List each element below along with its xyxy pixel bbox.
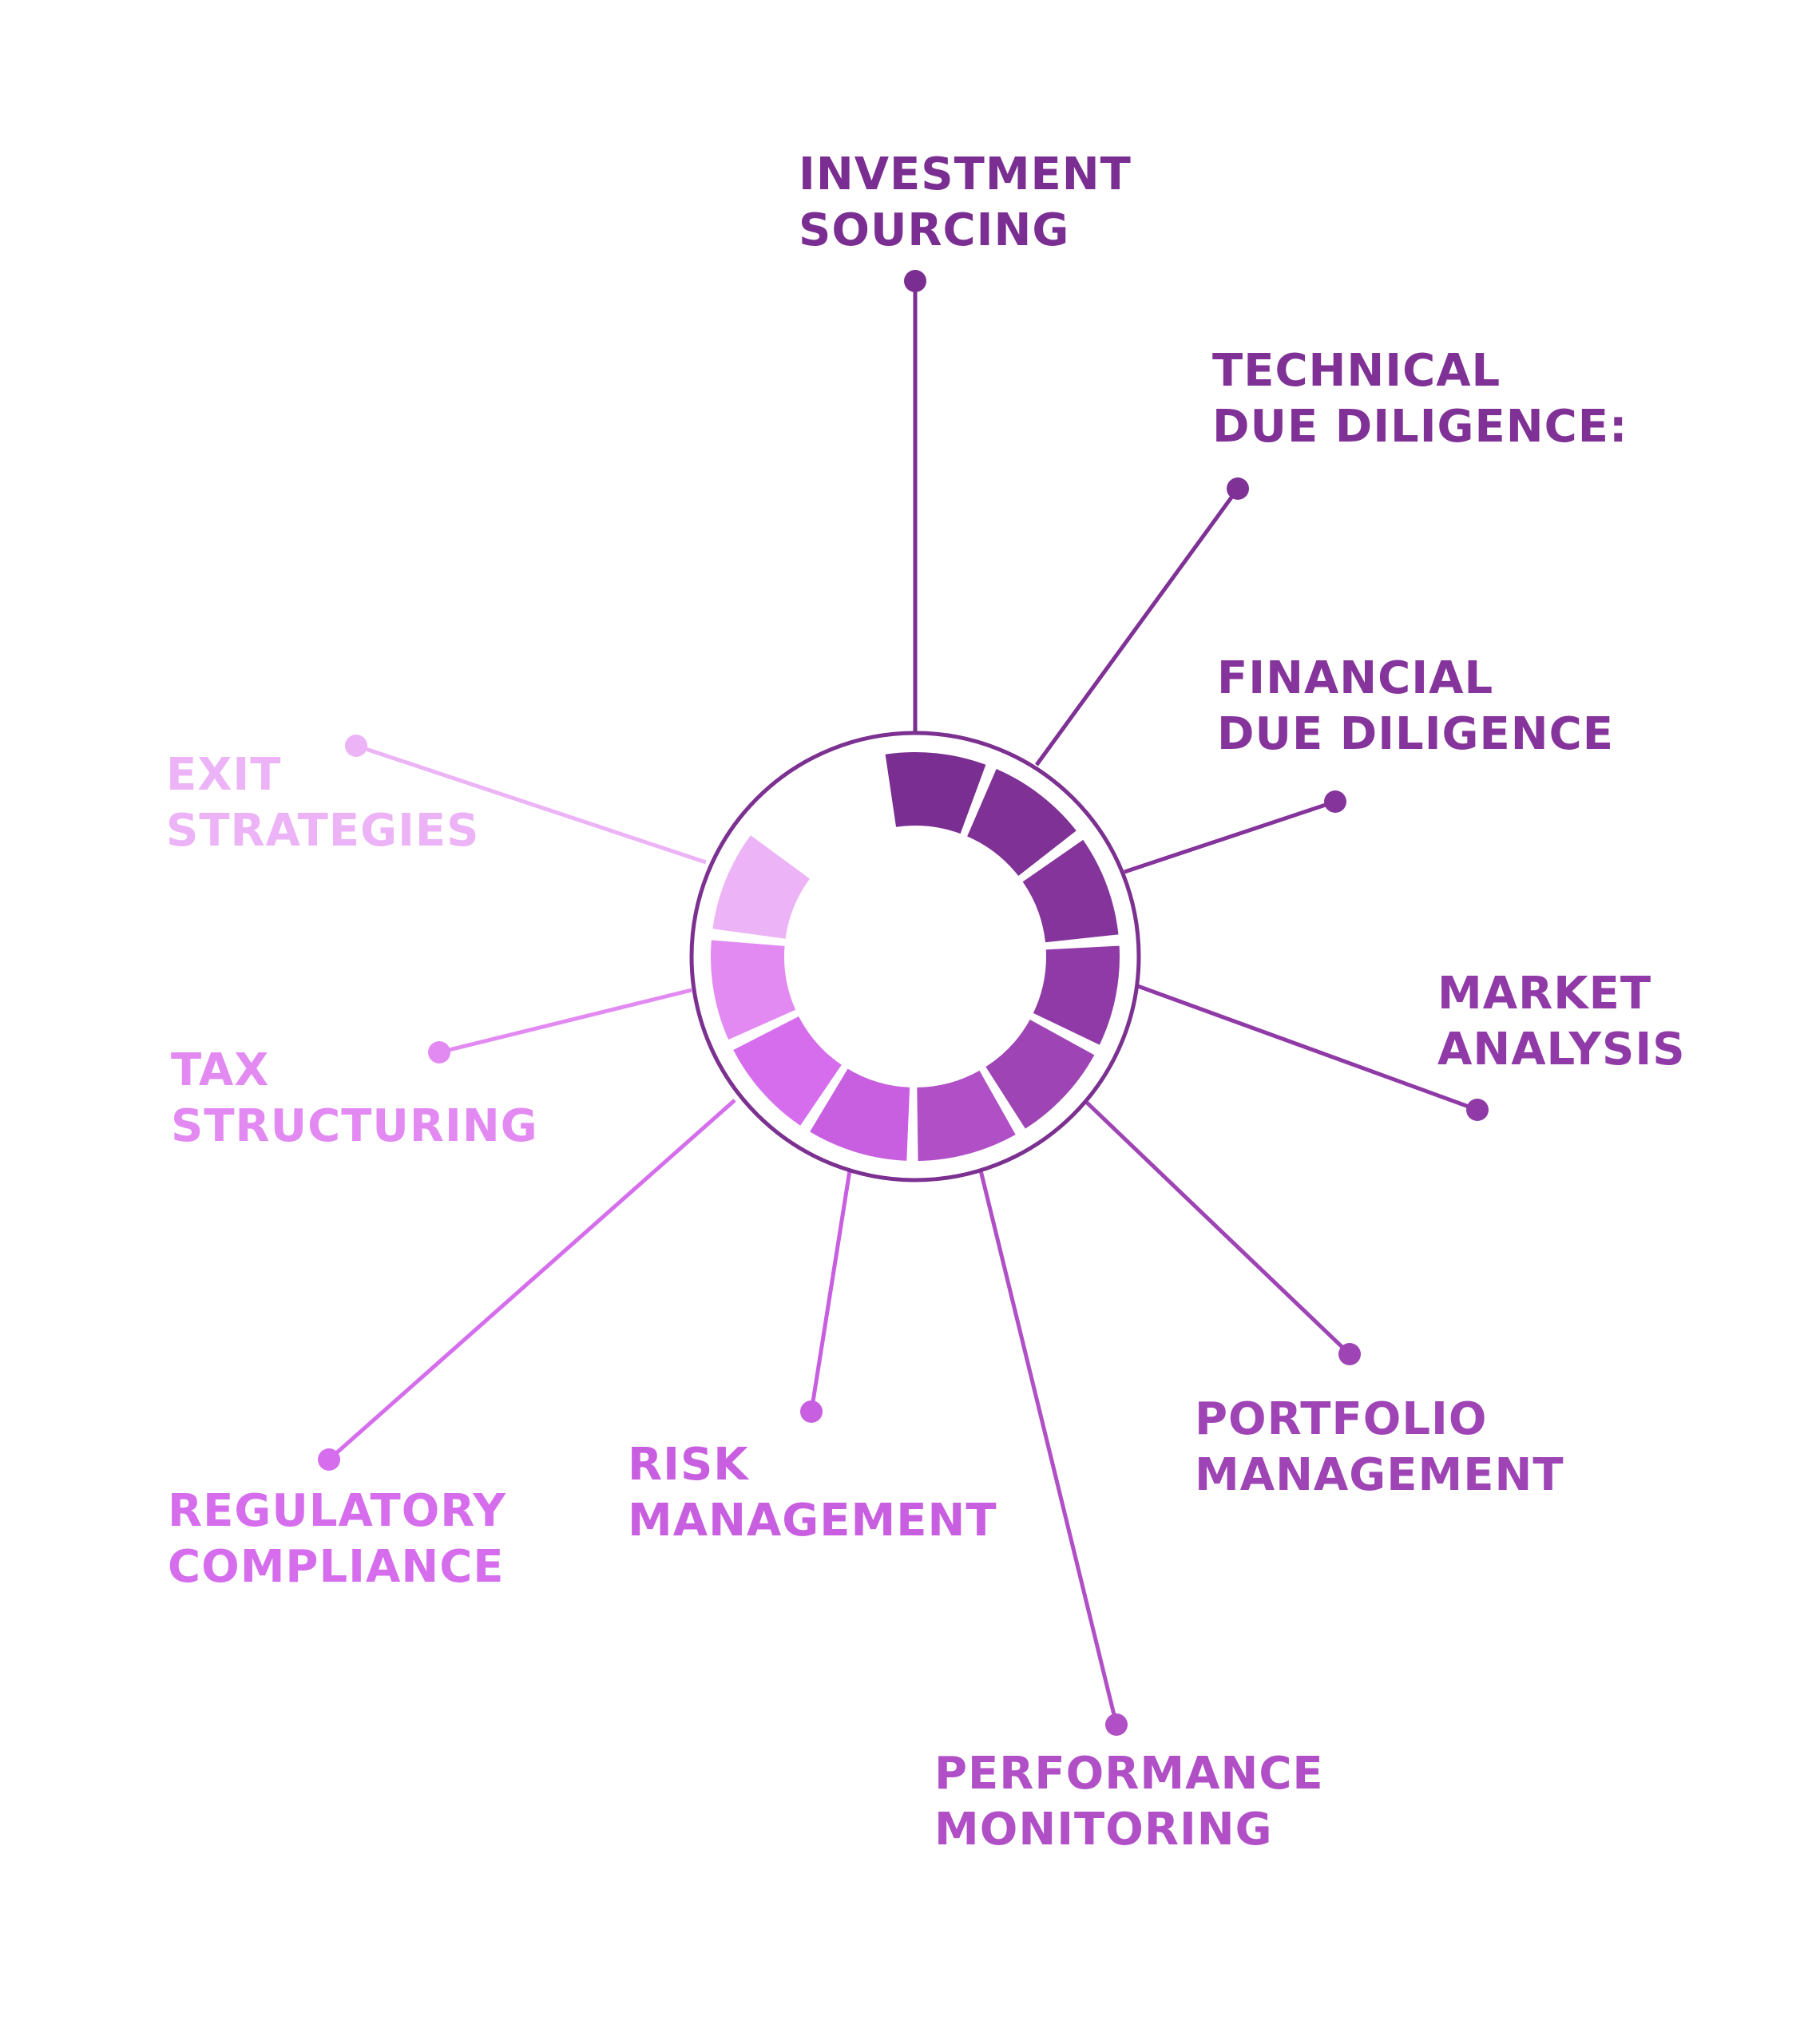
- ring-segment: [917, 1070, 1016, 1161]
- label-line: STRUCTURING: [171, 1100, 538, 1152]
- label-investment-sourcing: INVESTMENT SOURCING: [799, 147, 1132, 259]
- label-line: STRATEGIES: [166, 805, 480, 857]
- connector-dot: [318, 1448, 340, 1471]
- connector-dot: [800, 1400, 823, 1423]
- label-line: REGULATORY: [168, 1485, 506, 1537]
- label-performance-monitoring: PERFORMANCE MONITORING: [934, 1746, 1324, 1858]
- ring-segment: [733, 1016, 842, 1126]
- connector-dot: [1324, 790, 1346, 813]
- label-line: MANAGEMENT: [628, 1495, 997, 1547]
- connectors-group: [318, 270, 1489, 1736]
- ring-segment: [712, 835, 810, 939]
- ring-segment: [885, 752, 986, 834]
- ring-segment: [985, 1020, 1095, 1129]
- label-exit-strategies: EXIT STRATEGIES: [166, 747, 479, 859]
- ring-segment: [967, 769, 1077, 877]
- ring-segment: [1022, 839, 1119, 943]
- connector-dot: [1466, 1099, 1489, 1121]
- connector-dot: [1227, 477, 1249, 500]
- connector-dot: [1105, 1713, 1128, 1736]
- label-regulatory-compliance: REGULATORY COMPLIANCE: [168, 1483, 506, 1595]
- label-risk-management: RISK MANAGEMENT: [628, 1437, 997, 1549]
- connector-line: [1135, 983, 1478, 1112]
- label-line: COMPLIANCE: [168, 1541, 505, 1593]
- label-line: RISK: [628, 1439, 749, 1491]
- label-financial-due-diligence: FINANCIAL DUE DILIGENCE: [1217, 651, 1614, 763]
- label-portfolio-management: PORTFOLIO MANAGEMENT: [1195, 1392, 1564, 1503]
- label-line: DUE DILIGENCE: [1217, 708, 1614, 760]
- connector-line: [978, 1170, 1119, 1725]
- connector-line: [438, 988, 692, 1055]
- label-line: PORTFOLIO: [1195, 1393, 1488, 1445]
- ring-segment: [810, 1068, 910, 1161]
- ring-segment: [1033, 945, 1120, 1045]
- label-line: DUE DILIGENCE:: [1212, 401, 1628, 453]
- label-tax-structuring: TAX STRUCTURING: [171, 1043, 538, 1155]
- label-line: EXIT: [166, 749, 282, 801]
- label-technical-due-diligence: TECHNICAL DUE DILIGENCE:: [1212, 343, 1628, 455]
- ring-segments: [711, 752, 1120, 1161]
- label-line: PERFORMANCE: [934, 1748, 1324, 1800]
- label-market-analysis: MARKET ANALYSIS: [1437, 966, 1686, 1078]
- label-line: MONITORING: [934, 1804, 1273, 1856]
- connector-line: [1124, 799, 1336, 874]
- connector-dot: [345, 735, 367, 757]
- label-line: INVESTMENT: [799, 149, 1132, 200]
- label-line: ANALYSIS: [1437, 1024, 1686, 1075]
- connector-dot: [428, 1041, 450, 1064]
- connector-dot: [904, 270, 926, 292]
- label-line: TECHNICAL: [1212, 345, 1501, 397]
- connector-line: [1084, 1100, 1351, 1356]
- label-line: MANAGEMENT: [1195, 1449, 1564, 1501]
- connector-line: [809, 1170, 852, 1412]
- connector-line: [327, 1099, 736, 1461]
- ring-segment: [711, 940, 796, 1040]
- label-line: MARKET: [1437, 968, 1652, 1020]
- connector-line: [355, 743, 707, 865]
- label-line: FINANCIAL: [1217, 652, 1494, 704]
- label-line: SOURCING: [799, 204, 1070, 256]
- connector-line: [1034, 487, 1240, 766]
- label-line: TAX: [171, 1044, 270, 1096]
- connector-dot: [1338, 1343, 1361, 1365]
